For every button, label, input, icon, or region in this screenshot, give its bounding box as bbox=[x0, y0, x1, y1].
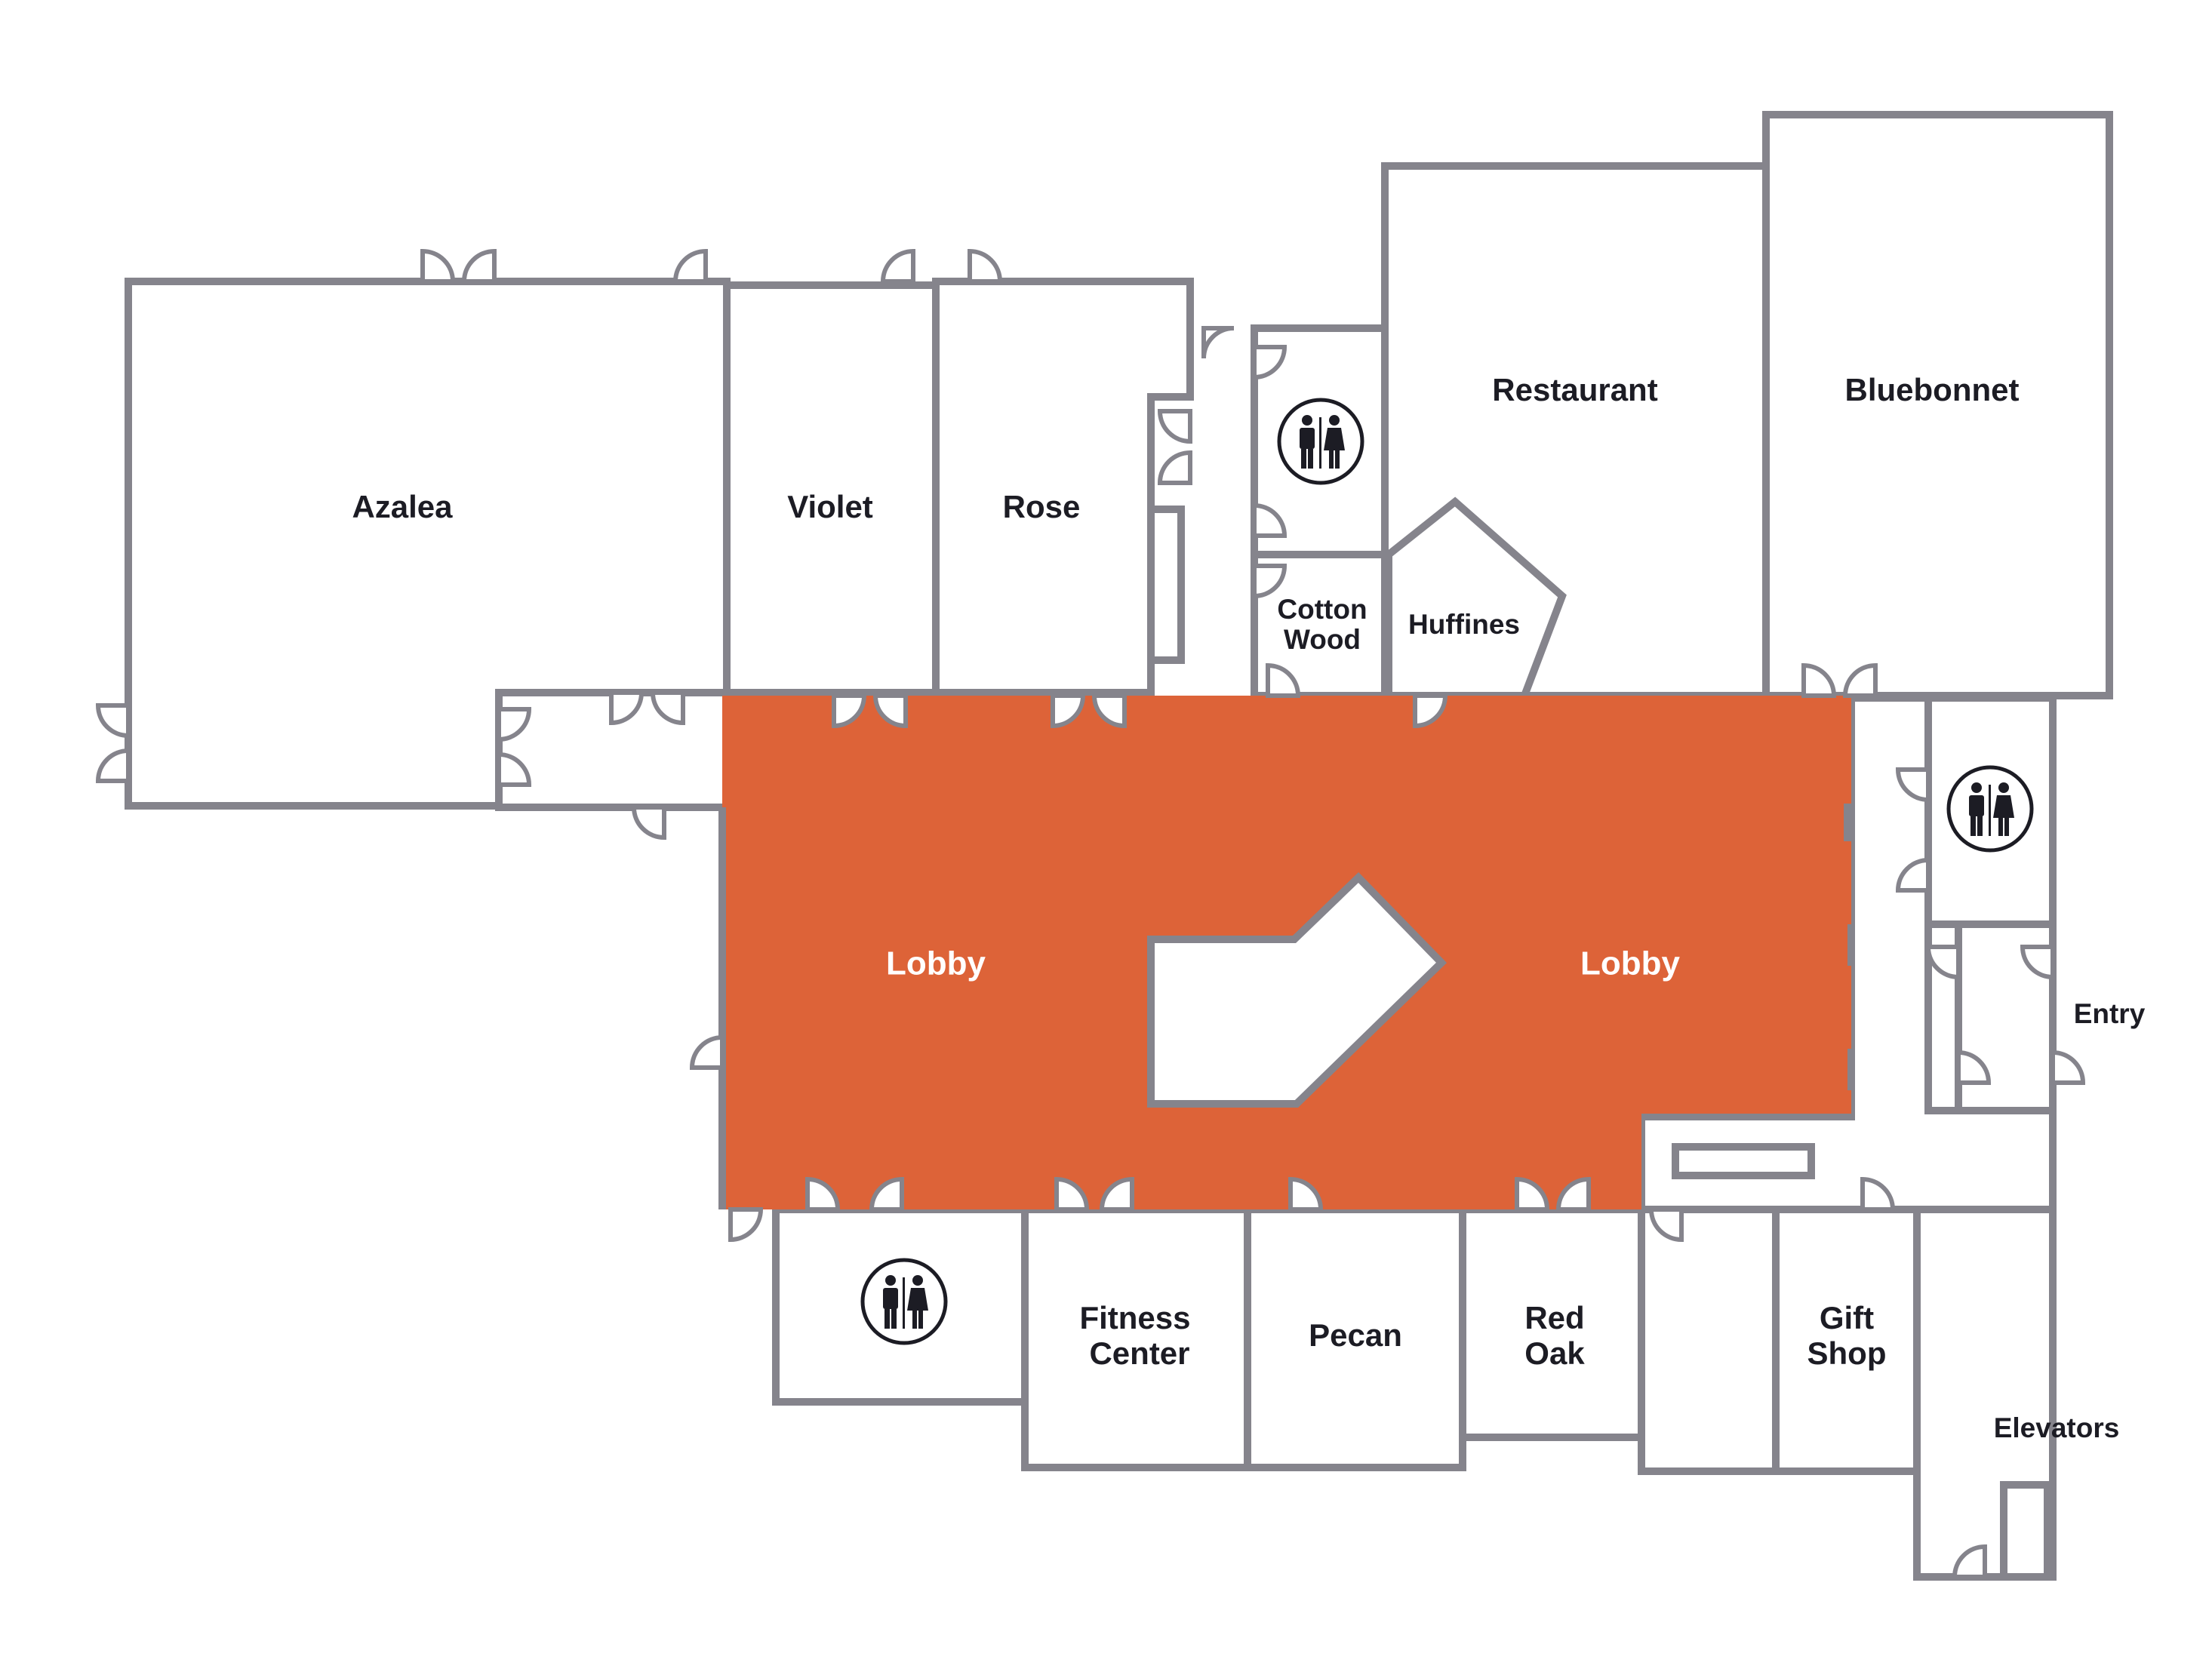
door-entry-2[interactable] bbox=[1956, 1050, 1992, 1085]
door-service-top[interactable] bbox=[1201, 326, 1235, 359]
doors bbox=[95, 248, 2086, 1579]
label-bluebonnet: Bluebonnet bbox=[1845, 372, 2020, 407]
door-azalea-se-1[interactable] bbox=[497, 707, 532, 742]
door-bluebonnet-1[interactable] bbox=[1801, 662, 1837, 698]
elevator-shaft bbox=[2000, 1481, 2051, 1581]
label-fitness-center-line2: Center bbox=[1089, 1335, 1189, 1371]
room-walls bbox=[125, 111, 2113, 1581]
restroom-icon bbox=[1277, 398, 1364, 485]
door-azalea-se-2[interactable] bbox=[497, 751, 532, 787]
label-cotton-wood-line2: Wood bbox=[1284, 624, 1361, 655]
rose-side-cabinet bbox=[1147, 506, 1185, 664]
door-rose-top[interactable] bbox=[968, 248, 1003, 284]
door-lobby-sw[interactable] bbox=[728, 1207, 764, 1243]
label-restaurant: Restaurant bbox=[1492, 372, 1657, 407]
door-rose-bottom-1[interactable] bbox=[1051, 693, 1086, 729]
door-elevators[interactable] bbox=[1952, 1544, 1987, 1579]
door-restroom-bottom-2[interactable] bbox=[869, 1176, 904, 1212]
door-azalea-west-2[interactable] bbox=[95, 748, 131, 783]
label-lobby-left: Lobby bbox=[886, 945, 986, 982]
door-restroom-right-1[interactable] bbox=[1895, 767, 1931, 803]
door-lobby-west[interactable] bbox=[689, 1034, 725, 1070]
door-cotton-wood-1[interactable] bbox=[1252, 564, 1288, 599]
label-red-oak-line1: Red bbox=[1524, 1300, 1584, 1335]
door-gift-shop[interactable] bbox=[1860, 1176, 1896, 1212]
lobby-central-island bbox=[1147, 871, 1447, 1108]
label-pecan: Pecan bbox=[1309, 1317, 1402, 1353]
door-fitness-1[interactable] bbox=[1054, 1176, 1090, 1212]
label-red-oak-line2: Oak bbox=[1524, 1335, 1585, 1371]
label-gift-shop-line2: Shop bbox=[1807, 1335, 1887, 1371]
restroom-icon bbox=[860, 1258, 948, 1345]
room-bluebonnet[interactable] bbox=[1762, 111, 2113, 699]
door-azalea-top-left[interactable] bbox=[420, 248, 456, 284]
label-huffines: Huffines bbox=[1408, 609, 1520, 640]
door-entry-3[interactable] bbox=[2020, 945, 2055, 980]
door-rose-east-1[interactable] bbox=[1157, 409, 1192, 444]
restroom-icon bbox=[1946, 765, 2034, 853]
room-labels: Azalea Violet Rose Restaurant Bluebonnet… bbox=[352, 372, 2145, 1443]
door-rose-east-2[interactable] bbox=[1157, 450, 1192, 485]
door-azalea-top-right[interactable] bbox=[461, 248, 497, 284]
label-fitness-center-line1: Fitness bbox=[1079, 1300, 1190, 1335]
label-lobby-right: Lobby bbox=[1580, 945, 1681, 982]
door-violet-bottom-1[interactable] bbox=[832, 693, 867, 729]
door-cotton-wood-2[interactable] bbox=[1266, 662, 1301, 698]
door-red-oak-1[interactable] bbox=[1515, 1176, 1550, 1212]
label-cotton-wood-line1: Cotton bbox=[1277, 594, 1367, 625]
door-violet-bottom-2[interactable] bbox=[872, 693, 908, 729]
door-rose-bottom-2[interactable] bbox=[1091, 693, 1127, 729]
door-violet-top[interactable] bbox=[880, 248, 915, 284]
label-entry: Entry bbox=[2074, 998, 2146, 1029]
room-unlabelled[interactable] bbox=[1638, 1206, 1780, 1475]
door-restroom-top-1[interactable] bbox=[1252, 345, 1288, 380]
label-violet: Violet bbox=[787, 489, 873, 524]
door-red-oak-2[interactable] bbox=[1555, 1176, 1591, 1212]
label-azalea: Azalea bbox=[352, 489, 453, 524]
room-rose[interactable] bbox=[932, 278, 1194, 696]
door-bluebonnet-2[interactable] bbox=[1842, 662, 1878, 698]
door-fitness-2[interactable] bbox=[1099, 1176, 1134, 1212]
door-unlabelled[interactable] bbox=[1648, 1207, 1684, 1243]
door-restroom-right-2[interactable] bbox=[1895, 857, 1931, 893]
door-restroom-top-2[interactable] bbox=[1252, 502, 1288, 538]
door-corridor-south[interactable] bbox=[631, 805, 666, 841]
door-entry-1[interactable] bbox=[1925, 945, 1961, 980]
label-gift-shop-line1: Gift bbox=[1820, 1300, 1874, 1335]
door-huffines[interactable] bbox=[1413, 693, 1448, 729]
door-entry-4[interactable] bbox=[2050, 1050, 2086, 1085]
label-rose: Rose bbox=[1003, 489, 1081, 524]
door-azalea-west-1[interactable] bbox=[95, 703, 131, 739]
door-azalea-top-single[interactable] bbox=[672, 248, 708, 284]
door-restroom-bottom-1[interactable] bbox=[805, 1176, 841, 1212]
door-corridor-2[interactable] bbox=[650, 690, 685, 726]
door-pecan[interactable] bbox=[1288, 1176, 1324, 1212]
label-elevators: Elevators bbox=[1994, 1412, 2120, 1443]
front-desk-counter bbox=[1672, 1143, 1815, 1179]
door-corridor-1[interactable] bbox=[609, 690, 645, 726]
